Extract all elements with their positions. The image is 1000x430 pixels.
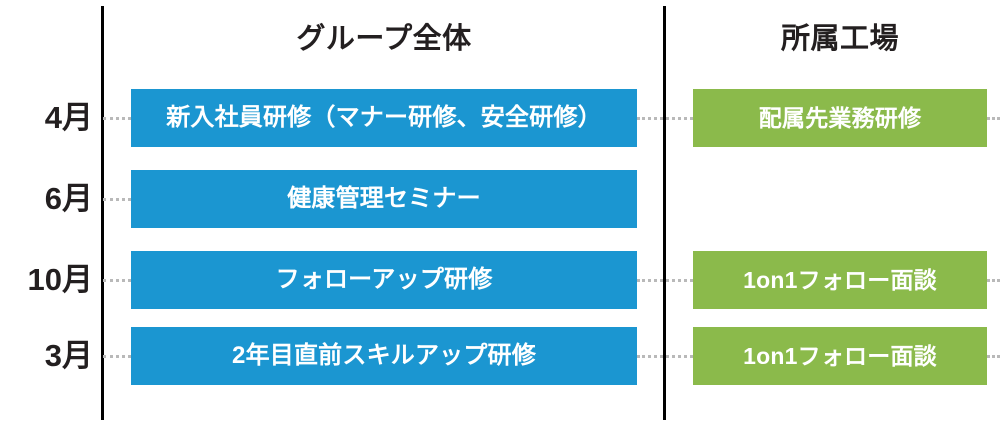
column-header-group: グループ全体 (296, 23, 472, 55)
row-month-label: 6月 (44, 181, 93, 216)
factory-task-bar[interactable]: 1on1フォロー面談 (693, 327, 987, 385)
connector-line-left (103, 279, 131, 282)
factory-task-bar[interactable]: 配属先業務研修 (693, 89, 987, 147)
left-divider-line (101, 6, 104, 420)
timeline-row: 10月 フォローアップ研修 1on1フォロー面談 (0, 251, 1000, 309)
timeline-row: 4月 新入社員研修（マナー研修、安全研修） 配属先業務研修 (0, 89, 1000, 147)
group-task-bar[interactable]: フォローアップ研修 (131, 251, 637, 309)
row-month-label: 4月 (44, 100, 93, 135)
connector-line-left (103, 117, 131, 120)
factory-task-bar[interactable]: 1on1フォロー面談 (693, 251, 987, 309)
connector-line-middle-out (666, 355, 693, 358)
group-task-bar[interactable]: 2年目直前スキルアップ研修 (131, 327, 637, 385)
right-divider-line (663, 6, 666, 420)
connector-line-middle-in (637, 355, 663, 358)
connector-line-right (987, 355, 1000, 358)
connector-line-middle-in (637, 279, 663, 282)
connector-line-right (987, 279, 1000, 282)
connector-line-right (987, 117, 1000, 120)
column-header-factory: 所属工場 (780, 23, 899, 55)
timeline-row: 6月 健康管理セミナー (0, 170, 1000, 228)
connector-line-middle-out (666, 279, 693, 282)
row-month-label: 3月 (44, 338, 93, 373)
row-month-label: 10月 (27, 262, 93, 297)
group-task-bar[interactable]: 健康管理セミナー (131, 170, 637, 228)
connector-line-left (103, 198, 131, 201)
timeline-row: 3月 2年目直前スキルアップ研修 1on1フォロー面談 (0, 327, 1000, 385)
connector-line-middle-out (666, 117, 693, 120)
connector-line-left (103, 355, 131, 358)
connector-line-middle-in (637, 117, 663, 120)
group-task-bar[interactable]: 新入社員研修（マナー研修、安全研修） (131, 89, 637, 147)
